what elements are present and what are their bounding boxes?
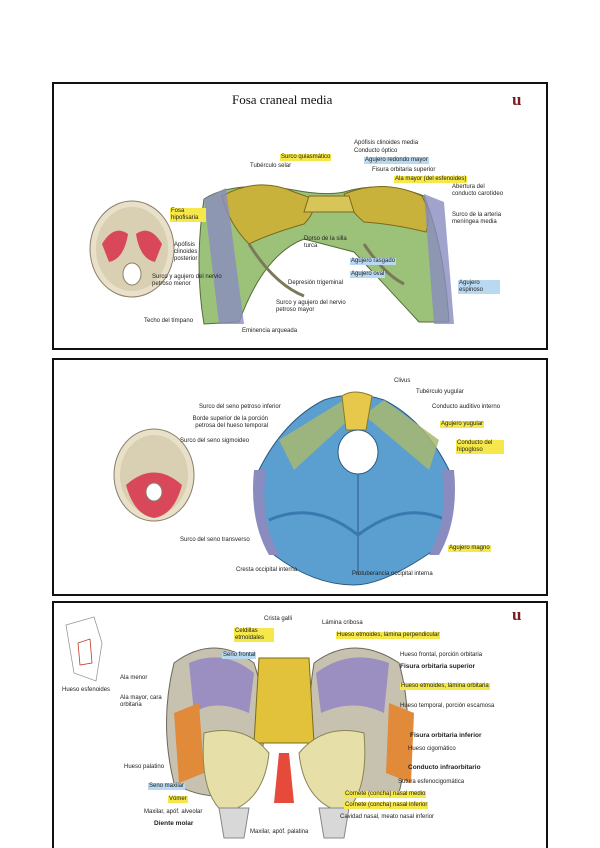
label-surco-quiasmatico: Surco quiasmático (280, 154, 331, 161)
label-hueso-etmoides-perp: Hueso etmoides, lámina perpendicular (336, 632, 440, 639)
label-dorso-silla: Dorso de la silla turca (304, 236, 352, 250)
label-conducto-optico: Conducto óptico (354, 148, 397, 155)
label-hueso-esfenoides: Hueso esfenoides (62, 687, 110, 694)
label-maxilar-alveolar: Maxilar, apóf. alveolar (144, 809, 202, 816)
label-apofisis-media: Apófisis clinoides media (354, 140, 418, 147)
panel-orbit-nasal: u Crista galli Lámina cribosa Celdillas … (52, 601, 548, 848)
label-fisura-orbitaria-sup: Fisura orbitaria superior (400, 663, 475, 670)
vomer (274, 753, 294, 803)
label-surco-transverso: Surco del seno transverso (180, 537, 250, 544)
label-agujero-redondo: Agujero redondo mayor (364, 157, 429, 164)
label-surco-arteria: Surco de la arteria meníngea media (452, 212, 502, 226)
label-fisura-orbitaria: Fisura orbitaria superior (372, 167, 435, 174)
label-eminencia: Eminencia arqueada (242, 328, 297, 335)
left-zygomatic (174, 703, 204, 783)
label-hueso-cigomatico: Hueso cigomático (408, 746, 456, 753)
label-seno-frontal: Seno frontal (222, 652, 256, 659)
label-surco-mayor: Surco y agujero del nervio petroso mayor (276, 300, 354, 314)
right-zygomatic (386, 703, 414, 783)
label-protuberancia: Protuberancia occipital interna (352, 571, 433, 578)
label-concha-inferior: Cornete (concha) nasal inferior (344, 802, 428, 809)
label-ala-mayor: Ala mayor, cara orbitaria (120, 695, 164, 709)
panel-posterior-cranial-fossa: Clivus Tubérculo yugular Surco del seno … (52, 358, 548, 596)
label-fosa-hipofisaria: Fosa hipofisaria (170, 208, 206, 222)
label-cresta: Cresta occipital interna (236, 567, 297, 574)
label-fisura-orbitaria-inf: Fisura orbitaria inferior (410, 732, 482, 739)
label-agujero-rasgado: Agujero rasgado (350, 258, 396, 265)
label-concha-media: Cornete (concha) nasal medio (344, 791, 426, 798)
label-hueso-temporal: Hueso temporal, porción escamosa (400, 703, 494, 710)
label-tuberculo-selar: Tubérculo selar (250, 163, 291, 170)
foramen-magnum (338, 430, 378, 474)
label-lamina-cribosa: Lámina cribosa (322, 620, 363, 627)
label-borde-superior: Borde superior de la porción petrosa del… (182, 416, 268, 430)
label-conducto-hipogloso: Conducto del hipogloso (456, 440, 504, 454)
label-apofisis-posterior: Apófisis clinoides posterior (174, 242, 220, 263)
label-seno-maxilar: Seno maxilar (148, 783, 185, 790)
label-hueso-etmoides-orb: Hueso etmoides, lámina orbitaria (400, 683, 490, 690)
label-agujero-magno: Agujero magno (448, 545, 491, 552)
label-sutura: Sutura esfenocigomática (398, 779, 464, 786)
label-vomer: Vómer (168, 796, 188, 803)
label-conducto-auditivo: Conducto auditivo interno (432, 404, 500, 411)
left-maxilla (203, 731, 269, 814)
label-agujero-espinoso: Agujero espinoso (458, 280, 500, 294)
label-agujero-oval: Agujero oval (350, 271, 385, 278)
right-teeth (319, 808, 349, 838)
label-crista-galli: Crista galli (264, 616, 292, 623)
label-tuberculo-yugular: Tubérculo yugular (416, 389, 464, 396)
label-diente-molar: Diente molar (154, 820, 193, 827)
panel-middle-cranial-fossa: Fosa craneal media u Apófisis clinoides … (52, 82, 548, 350)
clivus (342, 392, 372, 430)
label-surco-petroso-inf: Surco del seno petroso inferior (199, 404, 281, 411)
label-techo-timpano: Techo del tímpano (144, 318, 193, 325)
label-ala-menor: Ala menor (120, 675, 147, 682)
sella (304, 196, 354, 212)
left-teeth (219, 808, 249, 838)
label-surco-menor: Surco y agujero del nervio petroso menor (152, 274, 222, 288)
label-abertura: Abertura del conducto carotídeo (452, 184, 504, 198)
label-clivus: Clivus (394, 378, 410, 385)
orbit-illustration (54, 603, 548, 848)
label-depresion: Depresión trigeminal (288, 280, 343, 287)
label-surco-sigmoideo: Surco del seno sigmoideo (180, 438, 249, 445)
label-agujero-yugular: Agujero yugular (440, 421, 484, 428)
skull-sketch-thumbnail (66, 617, 102, 681)
posterior-fossa-illustration (54, 360, 548, 596)
label-ala-mayor: Ala mayor (del esfenoides) (394, 176, 467, 183)
label-maxilar-palatina: Maxilar, apóf. palatina (250, 829, 308, 836)
ethmoid-center (254, 658, 314, 743)
right-maxilla (299, 731, 365, 814)
label-celdillas: Celdillas etmoidales (234, 628, 274, 642)
label-cavidad-nasal: Cavidad nasal, meato nasal inferior (340, 814, 434, 821)
label-conducto-infraorbitario: Conducto infraorbitario (408, 764, 481, 771)
label-hueso-frontal: Hueso frontal, porción orbitaria (400, 652, 482, 659)
label-hueso-palatino: Hueso palatino (124, 764, 164, 771)
